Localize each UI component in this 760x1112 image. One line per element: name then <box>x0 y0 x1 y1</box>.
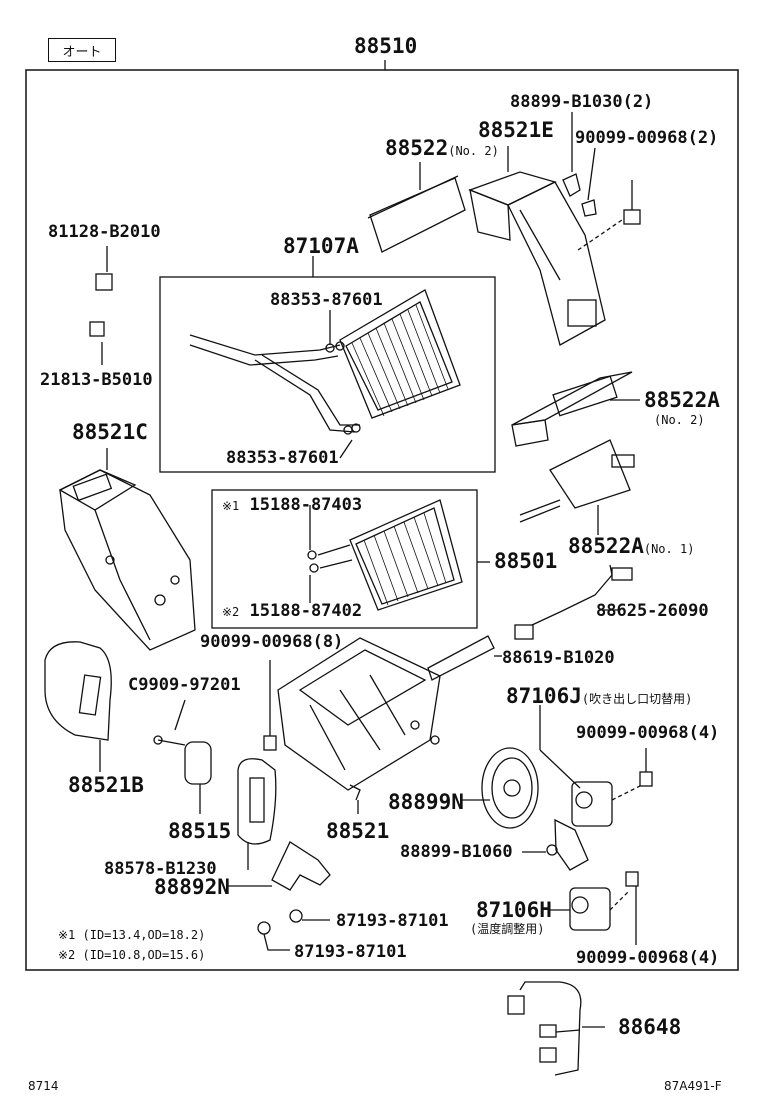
note-2: ※2 (ID=10.8,OD=15.6) <box>58 948 206 962</box>
label-90099-00968-2: 90099-00968(2) <box>575 128 719 148</box>
label-88522: 88522(No. 2) <box>385 138 499 159</box>
footer-page-code: 8714 <box>28 1079 59 1093</box>
link-88899-b1060-drawing <box>522 818 589 871</box>
heater-core-box <box>159 276 496 473</box>
evaporator-box <box>211 489 478 629</box>
label-88578-b1230: 88578-B1230 <box>104 859 217 879</box>
label-88521b: 88521B <box>68 773 144 797</box>
harness-88648-drawing <box>507 981 605 1076</box>
harness-88625-drawing <box>514 564 633 640</box>
heater-core-drawing <box>189 289 461 435</box>
label-88522a-no2-sub: (No. 2) <box>654 413 705 427</box>
label-90099-00968-8: 90099-00968(8) <box>200 632 344 652</box>
label-90099-00968-4-top: 90099-00968(4) <box>576 723 720 743</box>
label-88501: 88501 <box>494 549 558 573</box>
label-15188-87403-mark: ※1 <box>222 499 240 513</box>
label-88522-sub: (No. 2) <box>448 144 499 158</box>
label-88353-87601-top: 88353-87601 <box>270 290 383 310</box>
label-15188-87402: ※2 15188-87402 <box>222 603 362 620</box>
label-15188-87402-number: 15188-87402 <box>249 601 363 621</box>
actuator-87106j-drawing <box>539 705 653 827</box>
label-15188-87403: ※1 15188-87403 <box>222 497 362 514</box>
seal-88578-drawing <box>237 758 277 870</box>
leader-lines <box>309 112 596 603</box>
label-87106j: 87106J(吹き出し口切替用) <box>506 686 692 707</box>
label-88521: 88521 <box>326 819 390 843</box>
bracket-88892n-drawing <box>228 841 331 891</box>
label-87193-87101-b: 87193-87101 <box>294 942 407 962</box>
label-88648: 88648 <box>618 1015 682 1039</box>
label-87106j-number: 87106J <box>506 684 582 708</box>
damper-88522a-no1-drawing <box>519 439 635 535</box>
label-88522a-no1: 88522A(No. 1) <box>568 536 694 557</box>
label-87107a: 87107A <box>283 234 359 258</box>
label-88892n: 88892N <box>154 875 230 899</box>
label-87193-87101-a: 87193-87101 <box>336 911 449 931</box>
clip-21813-drawing <box>89 321 105 365</box>
foam-88521b-drawing <box>44 641 112 772</box>
damper-88522a-no2-drawing <box>511 371 640 447</box>
label-88899-b1060: 88899-B1060 <box>400 842 513 862</box>
label-87106h: 87106H <box>476 898 552 922</box>
label-88522a-no1-sub: (No. 1) <box>643 542 695 556</box>
blower-88899n-drawing <box>462 747 539 829</box>
label-87106j-sub: (吹き出し口切替用) <box>581 692 693 706</box>
label-88899-b1030: 88899-B1030(2) <box>510 92 654 112</box>
assembly-frame <box>25 69 739 971</box>
clip-81128-drawing <box>95 246 113 291</box>
footer-figure-code: 87A491-F <box>664 1079 722 1093</box>
label-15188-87402-mark: ※2 <box>222 605 240 619</box>
label-88522-number: 88522 <box>385 136 449 160</box>
label-88515: 88515 <box>168 819 232 843</box>
screw-c9909-drawing <box>153 699 186 746</box>
label-88353-87601-bottom: 88353-87601 <box>226 448 339 468</box>
upper-duct-drawing <box>468 171 606 346</box>
label-c9909-97201: C9909-97201 <box>128 675 241 695</box>
label-87106h-sub: (温度調整用) <box>470 922 545 936</box>
note-1: ※1 (ID=13.4,OD=18.2) <box>58 928 206 942</box>
label-88619-b1020: 88619-B1020 <box>502 648 615 668</box>
evaporator-drawing <box>307 499 463 611</box>
label-15188-87403-number: 15188-87403 <box>249 495 363 515</box>
left-case-88521c-drawing <box>58 448 196 651</box>
servo-88515-drawing <box>184 741 212 814</box>
actuator-87106h-drawing <box>550 871 639 945</box>
screw-90099-8-drawing <box>263 660 277 751</box>
lower-case-88521-drawing <box>277 637 441 814</box>
auto-badge: オート <box>48 38 116 62</box>
label-21813-b5010: 21813-B5010 <box>40 370 153 390</box>
seal-88619-drawing <box>427 635 502 681</box>
label-88522a-no2: 88522A <box>644 388 720 412</box>
label-81128-b2010: 81128-B2010 <box>48 222 161 242</box>
label-88625-26090: 88625-26090 <box>596 601 709 621</box>
label-90099-00968-4-bottom: 90099-00968(4) <box>576 948 720 968</box>
assembly-number: 88510 <box>354 34 418 58</box>
label-88521c: 88521C <box>72 420 148 444</box>
label-88521e: 88521E <box>478 118 554 142</box>
screws-87193-drawing <box>257 909 330 951</box>
label-88899n: 88899N <box>388 790 464 814</box>
label-88522a-no1-number: 88522A <box>568 534 644 558</box>
screw-top-drawing <box>577 180 641 251</box>
damper-88522-drawing <box>367 175 466 253</box>
